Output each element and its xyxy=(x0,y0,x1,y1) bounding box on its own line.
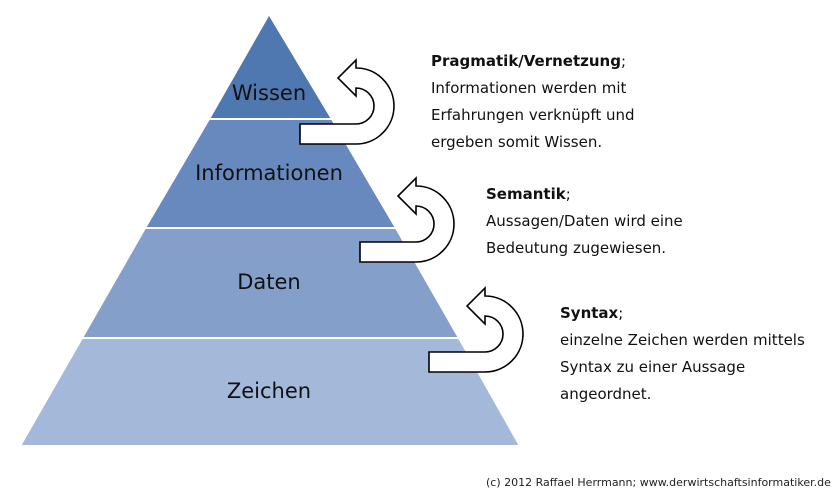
description-pragmatik-title: Pragmatik/Vernetzung xyxy=(431,52,621,70)
level-label-wissen: Wissen xyxy=(232,81,306,105)
copyright-notice: (c) 2012 Raffael Herrmann; www.derwirtsc… xyxy=(486,476,831,489)
description-pragmatik: Pragmatik/Vernetzung; Informationen werd… xyxy=(431,48,635,156)
description-semantik-line2: Bedeutung zugewiesen. xyxy=(486,239,667,257)
uturn-arrow-icon-syntax xyxy=(428,286,524,373)
description-syntax-line3: angeordnet. xyxy=(560,385,652,403)
description-semantik-line1: Aussagen/Daten wird eine xyxy=(486,212,683,230)
description-syntax-line1: einzelne Zeichen werden mittels xyxy=(560,331,805,349)
uturn-arrow-icon-semantik xyxy=(359,176,455,263)
uturn-arrow-icon-pragmatik xyxy=(299,58,395,145)
level-label-daten: Daten xyxy=(237,270,301,294)
description-syntax-line2: Syntax zu einer Aussage xyxy=(560,358,746,376)
separator: ; xyxy=(565,185,571,203)
description-syntax: Syntax; einzelne Zeichen werden mittels … xyxy=(560,300,805,408)
description-semantik: Semantik; Aussagen/Daten wird eine Bedeu… xyxy=(486,181,683,262)
description-semantik-title: Semantik xyxy=(486,185,566,203)
separator: ; xyxy=(618,304,624,322)
separator: ; xyxy=(620,52,627,70)
level-zeichen-band xyxy=(18,337,522,447)
description-pragmatik-line2: Erfahrungen verknüpft und xyxy=(431,106,635,124)
description-pragmatik-line3: ergeben somit Wissen. xyxy=(431,133,603,151)
level-label-zeichen: Zeichen xyxy=(227,379,311,403)
level-label-informationen: Informationen xyxy=(195,161,343,185)
description-pragmatik-line1: Informationen werden mit xyxy=(431,79,627,97)
description-syntax-title: Syntax xyxy=(560,304,619,322)
